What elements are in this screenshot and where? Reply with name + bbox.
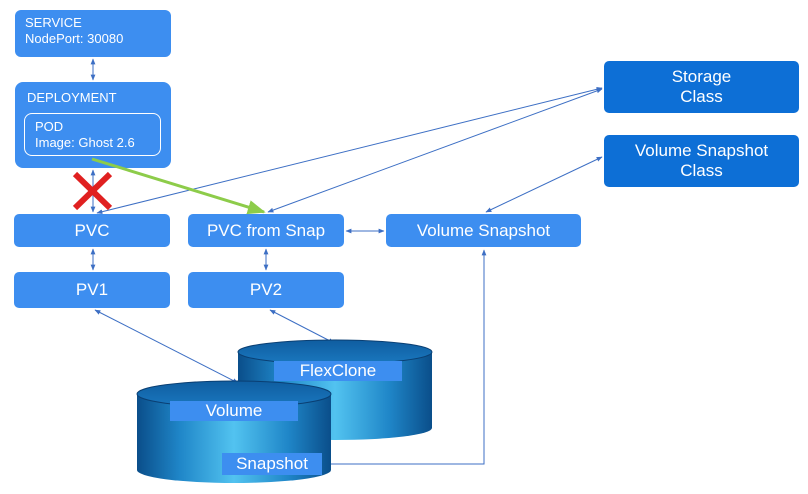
pv1-box[interactable]: PV1 — [14, 272, 170, 308]
pvc-from-snap-label: PVC from Snap — [206, 220, 326, 240]
pvc-label: PVC — [74, 220, 110, 240]
deployment-box[interactable]: DEPLOYMENT POD Image: Ghost 2.6 — [15, 82, 171, 168]
pv2-label: PV2 — [249, 280, 283, 299]
vsclass-line2: Class — [680, 161, 723, 180]
service-nodeport: NodePort: 30080 — [25, 31, 124, 46]
pod-image: Image: Ghost 2.6 — [35, 135, 135, 150]
flexclone-label: FlexClone — [274, 361, 402, 381]
volume-label: Volume — [170, 401, 298, 421]
pvc-from-snap-box[interactable]: PVC from Snap — [188, 214, 344, 247]
pv1-label: PV1 — [75, 280, 109, 299]
snapshot-volsnap-connector — [324, 249, 487, 465]
snapshot-label: Snapshot — [222, 453, 322, 475]
storage-class-box[interactable]: Storage Class — [604, 61, 799, 113]
storage-class-line2: Class — [680, 87, 723, 106]
pv2-flexclone-connector — [269, 309, 335, 344]
vsclass-line1: Volume Snapshot — [634, 141, 769, 160]
pv1-volume-connector — [94, 309, 239, 384]
volume-snapshot-class-box[interactable]: Volume Snapshot Class — [604, 135, 799, 187]
pvc-box[interactable]: PVC — [14, 214, 170, 247]
deployment-title: DEPLOYMENT — [27, 90, 117, 105]
storage-class-line1: Storage — [671, 67, 732, 86]
pod-box[interactable]: POD Image: Ghost 2.6 — [24, 113, 161, 156]
volume-snapshot-label: Volume Snapshot — [416, 220, 551, 240]
service-box[interactable]: SERVICE NodePort: 30080 — [15, 10, 171, 57]
pod-title: POD — [35, 119, 64, 134]
volume-snapshot-box[interactable]: Volume Snapshot — [386, 214, 581, 247]
pvcsnap-storageclass-connector — [267, 88, 603, 213]
service-title: SERVICE — [25, 15, 82, 30]
pvc-storageclass-connector — [96, 86, 603, 215]
volsnap-vsclass-connector — [485, 156, 603, 213]
pv2-box[interactable]: PV2 — [188, 272, 344, 308]
